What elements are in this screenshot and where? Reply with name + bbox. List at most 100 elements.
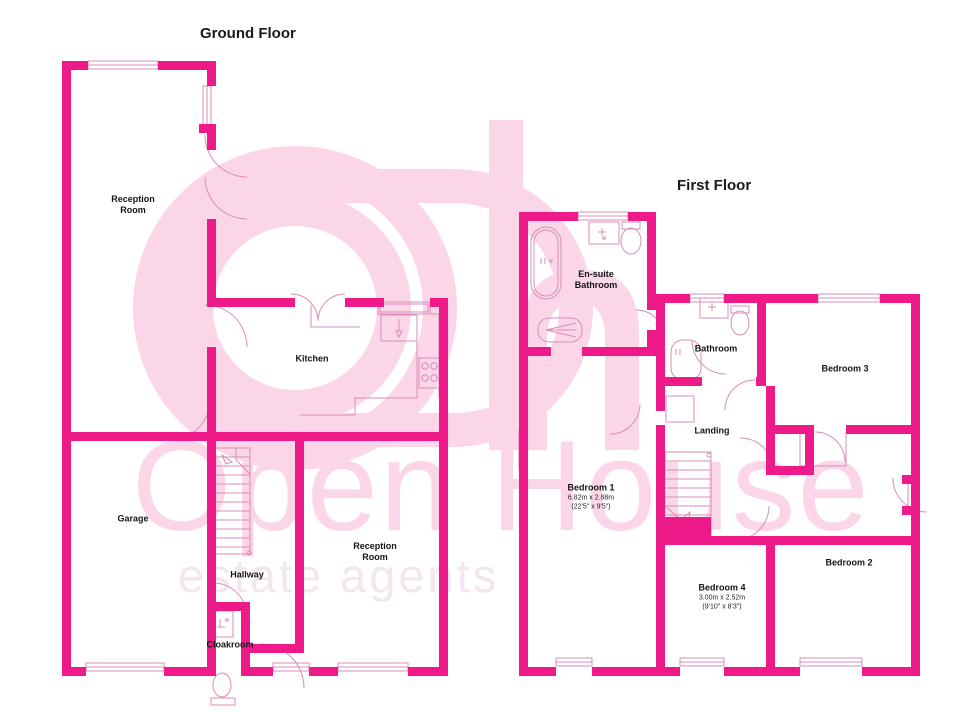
wall-hall-west (207, 432, 216, 676)
first-floor-plan (518, 211, 928, 676)
wall-ensuite-east-upper (647, 212, 656, 310)
wall-stair-nib (665, 517, 711, 536)
wall-cloakroom-west (207, 602, 216, 676)
room-dimensions-imperial: (9'10" x 8'3") (702, 603, 742, 611)
ground-floor-plan (62, 60, 448, 706)
fs-staircase-newel-post (706, 452, 712, 458)
kitchen-hob-ring-1 (421, 362, 429, 370)
room-name-line1: En-suite (578, 269, 614, 279)
door-swing-reception-front-a (204, 134, 248, 178)
wall-ensuite-south-left (519, 347, 551, 356)
wall-ff-bottom-2 (592, 667, 656, 676)
ensuite-shower-tray (537, 317, 583, 343)
room-label-hallway: Hallway (230, 569, 264, 580)
ensuite-basin-unit (588, 221, 620, 245)
ensuite-bath-inner (533, 229, 559, 297)
wall-ff-bottom-1 (519, 667, 556, 676)
room-name-line2: Room (362, 552, 388, 562)
bathroom-wc-pan (730, 310, 750, 336)
wall-ff-bottom-3 (656, 667, 680, 676)
room-label-garage: Garage (117, 513, 149, 524)
staircase-winder (210, 447, 251, 475)
wall-kitchen-nw-corner (207, 298, 216, 307)
ensuite-basin-plug (602, 236, 606, 240)
wall-cloakroom-east (241, 602, 250, 644)
wall-hall-east-upper (295, 432, 304, 644)
room-label-cloakroom: Cloakroom (206, 639, 254, 650)
wall-ensuite-south-right (582, 347, 656, 356)
wall-bottom-hall-left (241, 667, 273, 676)
wall-ff-bottom-5 (862, 667, 920, 676)
wall-mid-horizontal (216, 432, 448, 441)
room-dimensions-metric: 6.82m x 2.88m (567, 494, 615, 502)
wall-bed2-north-right (840, 536, 911, 545)
room-name: Bedroom 1 (567, 482, 615, 493)
kitchen-worktop-left (310, 305, 360, 328)
door-swing-kitchen-french-right (317, 293, 346, 322)
first-floor-walls (519, 212, 920, 676)
wall-front-right-upper (207, 61, 216, 86)
wall-bathroom-south-left (656, 377, 702, 386)
wall-ensuite-top-left (519, 212, 578, 221)
room-dimensions-metric: 3.00m x 2.52m (698, 594, 746, 602)
wall-ff-bottom-4 (724, 667, 800, 676)
room-dimensions-imperial: (22'5" x 9'5") (571, 503, 611, 511)
wall-cloakroom-east-lower (241, 644, 250, 676)
wall-kitchen-door-stub-right (376, 298, 384, 307)
wall-cloakroom-north-left (207, 602, 241, 611)
wall-bottom-hall-right (309, 667, 338, 676)
room-name-line1: Reception (353, 541, 397, 551)
ensuite-bath-taps (540, 258, 546, 264)
wall-bed4-north (656, 536, 766, 545)
wall-bottom-garage-right (164, 667, 216, 676)
wall-bed2-notch-bottom (902, 506, 920, 515)
wall-garage-north (62, 432, 216, 441)
door-swing-bedroom3-landing (724, 379, 756, 411)
door-swing-bedroom3-inner (814, 431, 846, 463)
watermark-brand-line2: estate agents (178, 549, 499, 602)
staircase-treads (210, 456, 250, 548)
wall-kitchen-north-left (216, 298, 291, 307)
bathroom-bath-taps (675, 349, 681, 355)
wall-landing-west-upper (656, 386, 665, 411)
ensuite-basin-taps (598, 228, 606, 236)
room-label-kitchen: Kitchen (295, 353, 329, 364)
landing-cupboard (665, 395, 695, 423)
wall-outer-right-ground (439, 298, 448, 676)
room-name-line2: Bathroom (574, 280, 618, 290)
wall-kitchen-door-stub-left (287, 298, 295, 307)
ensuite-wc-cistern (621, 221, 641, 230)
wall-outer-left (62, 61, 71, 676)
wall-bottom-garage-left (62, 667, 86, 676)
first-floor-title: First Floor (677, 177, 752, 194)
wall-cloakroom-south-divider (241, 644, 304, 653)
kitchen-hob-ring-2 (430, 362, 438, 370)
wall-front-top-left (62, 61, 88, 70)
wall-bed2-north-left (766, 536, 840, 545)
wall-bed3-south-left (766, 425, 814, 434)
bathroom-wc-cistern (730, 305, 750, 314)
wall-front-top-right (158, 61, 216, 70)
room-name-line2: Room (120, 205, 146, 215)
wall-bathroom-top-left (656, 294, 690, 303)
door-swing-bathroom (691, 339, 727, 375)
cloakroom-basin-tap (217, 619, 225, 628)
room-label-bedroom-1: Bedroom 1 6.82m x 2.88m (22'5" x 9'5") (567, 483, 614, 512)
staircase-direction-arrow (220, 453, 234, 465)
fs-staircase-treads (665, 460, 711, 525)
room-name-line1: Reception (111, 194, 155, 204)
wall-bed3-south-right (846, 425, 911, 434)
room-label-bedroom-3: Bedroom 3 (821, 363, 869, 374)
wall-bottom-reception-right (408, 667, 448, 676)
staircase-newel-post (246, 550, 252, 556)
room-name: Bedroom 4 (698, 582, 746, 593)
wall-bed2-west (766, 536, 775, 676)
wall-ensuite-top-right (628, 212, 656, 221)
kitchen-hob-ring-4 (430, 374, 438, 382)
bathroom-basin-taps (708, 303, 716, 311)
wall-landing-east-upper (766, 386, 775, 475)
ensuite-bath-plug (549, 259, 553, 263)
kitchen-sink-unit (377, 301, 431, 315)
